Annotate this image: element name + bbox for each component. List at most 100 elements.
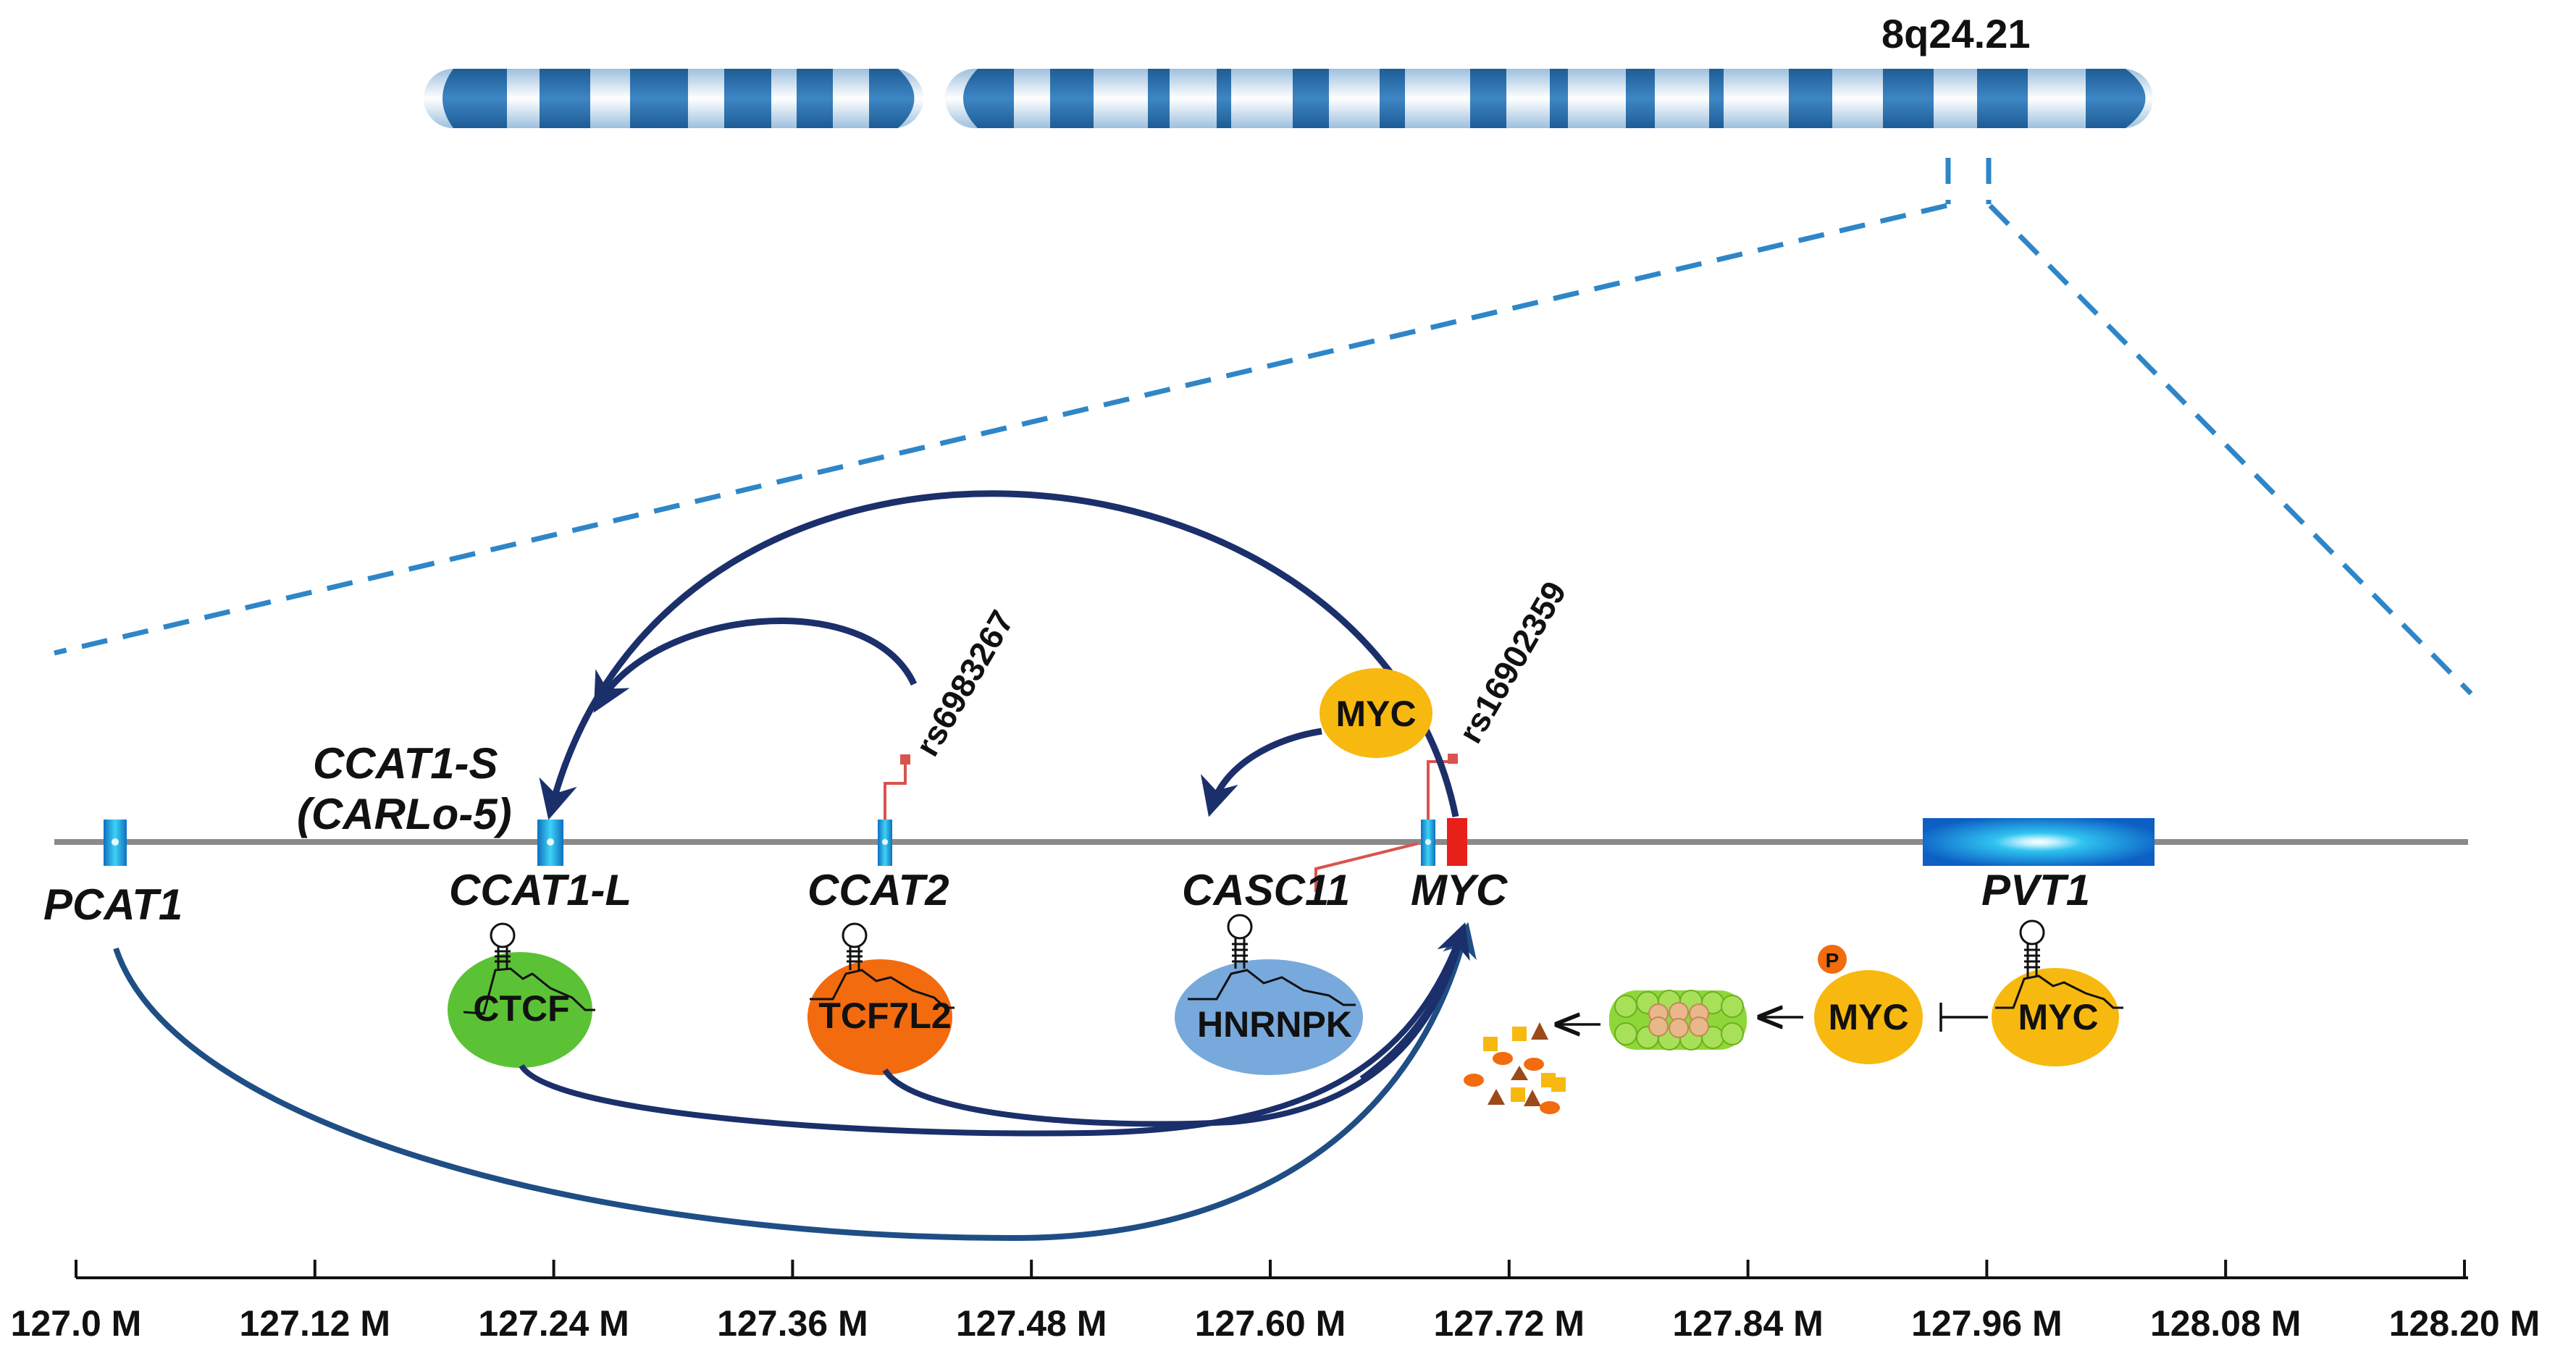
chromosome-band — [540, 69, 590, 128]
band-label: 8q24.21 — [1881, 11, 2031, 56]
myc-exon — [1447, 818, 1467, 866]
upper-arcs — [539, 490, 1459, 820]
casc11-spot — [1425, 839, 1431, 845]
pvt1-myc-complex: MYC — [1992, 919, 2123, 1066]
arc-pcat1-to-myc — [113, 922, 1477, 1242]
centromere-band — [963, 69, 1014, 128]
axis-tick-label: 127.36 M — [717, 1303, 868, 1344]
arc-ctcf-to-myc — [519, 922, 1470, 1137]
pvt1-stem-loop-icon — [2019, 919, 2045, 977]
zoom-lines — [54, 158, 2473, 696]
snp-rs16902359-head — [1448, 754, 1458, 764]
hnrnpk-stem-loop-icon — [1227, 914, 1253, 969]
myc-top-ellipse — [1320, 668, 1432, 758]
axis-tick-label: 127.60 M — [1195, 1303, 1346, 1344]
arc-tcf7l2-to-myc — [882, 928, 1466, 1127]
axis-ticks: 127.0 M 127.12 M 127.24 M 127.36 M 127.48 M 1… — [11, 1260, 2540, 1344]
snp-rs6983267-stem — [884, 762, 907, 820]
chromosome-band — [1380, 69, 1405, 128]
ctcf-complex: CTCF — [448, 922, 595, 1068]
axis-tick-label: 127.72 M — [1434, 1303, 1585, 1344]
ctcf-rna-strand — [463, 967, 595, 1015]
arc-myc-to-ccat1 — [539, 490, 1459, 820]
chromosome-band — [1293, 69, 1329, 128]
tcf7l2-ellipse — [807, 959, 952, 1075]
chromosome-long-arm — [945, 69, 2153, 128]
gene-label-carlo5: (CARLo-5) — [297, 790, 512, 838]
ccat2-spot — [882, 839, 888, 845]
arc-myc-to-casc11 — [1200, 728, 1322, 817]
chromosome-band — [630, 69, 688, 128]
inhibition-symbol — [1939, 1003, 1988, 1032]
tcf7l2-stem-loop-icon — [842, 922, 868, 970]
chromosome-band — [442, 69, 507, 128]
snp-rs6983267-head — [900, 754, 910, 765]
arc-ccat2-to-ccat1 — [593, 618, 918, 713]
zoom-line-left — [54, 203, 1947, 656]
chromosome-band — [1883, 69, 1934, 128]
chromosome-band — [1470, 69, 1506, 128]
phospho-myc: P MYC — [1814, 945, 1923, 1064]
centromere-band — [869, 69, 915, 128]
ctcf-stem-loop-icon — [490, 922, 516, 969]
ctcf-label: CTCF — [473, 988, 569, 1029]
ctcf-ellipse — [448, 952, 592, 1068]
casc11-connector — [1314, 842, 1419, 892]
gene-label-ccat2: CCAT2 — [807, 866, 949, 914]
zoom-line-right — [1988, 203, 2473, 696]
chromosome-band — [1148, 69, 1170, 128]
arc-hnrnpk-to-myc — [1359, 928, 1466, 1082]
gene-label-pvt1: PVT1 — [1981, 866, 2090, 914]
chromosome-band — [1977, 69, 2028, 128]
hnrnpk-complex: HNRNPK — [1175, 914, 1363, 1075]
chromosome-band — [724, 69, 771, 128]
chromosome-band — [1789, 69, 1832, 128]
axis-tick-label: 127.0 M — [11, 1303, 142, 1344]
pvt1-rna-strand — [1995, 974, 2123, 1009]
gene-label-ccat1-s: CCAT1-S — [313, 739, 498, 788]
degraded-fragments-icon — [1464, 1022, 1566, 1114]
myc-pvt1-ellipse — [1992, 968, 2119, 1066]
snp-rs6983267: rs6983267 — [884, 604, 1021, 820]
pcat1-spot — [112, 838, 119, 846]
tcf7l2-rna-strand — [810, 969, 955, 1009]
snp-rs16902359-label: rs16902359 — [1451, 575, 1574, 749]
gene-label-ccat1-l: CCAT1-L — [449, 866, 632, 914]
pvt1-exon — [1923, 818, 2155, 866]
phospho-label: P — [1826, 949, 1839, 972]
chromosome-band — [1050, 69, 1094, 128]
myc-phospho-ellipse — [1814, 970, 1923, 1064]
snp-rs6983267-label: rs6983267 — [908, 604, 1021, 762]
chromosome-ideogram: 8q24.21 — [424, 11, 2153, 128]
axis-tick-label: 127.48 M — [956, 1303, 1107, 1344]
proteasome-icon — [1609, 990, 1747, 1050]
gene-label-pcat1: PCAT1 — [43, 880, 182, 929]
tcf7l2-complex: TCF7L2 — [807, 922, 955, 1075]
chromosome-band — [2086, 69, 2146, 128]
phospho-circle — [1818, 945, 1847, 974]
axis-tick-label: 127.12 M — [240, 1303, 390, 1344]
myc-top-label: MYC — [1335, 694, 1416, 734]
snp-rs16902359-stem — [1427, 760, 1452, 820]
tcf7l2-label: TCF7L2 — [818, 995, 951, 1036]
chromosome-band — [797, 69, 833, 128]
myc-phospho-label: MYC — [1828, 997, 1908, 1037]
axis-tick-label: 127.24 M — [478, 1303, 629, 1344]
gene-label-myc: MYC — [1411, 866, 1509, 914]
chromosome-band — [1217, 69, 1231, 128]
lower-arcs — [113, 922, 1477, 1242]
axis-tick-label: 128.08 M — [2150, 1303, 2301, 1344]
chromosome-band — [1709, 69, 1724, 128]
coordinate-axis: 127.0 M 127.12 M 127.24 M 127.36 M 127.48 M 1… — [11, 1260, 2540, 1344]
myc-protein-top: MYC — [1320, 668, 1432, 758]
chromosome-band — [1626, 69, 1655, 128]
hnrnpk-label: HNRNPK — [1197, 1004, 1352, 1045]
chromosome-band — [1550, 69, 1568, 128]
axis-tick-label: 127.84 M — [1672, 1303, 1823, 1344]
axis-tick-label: 127.96 M — [1911, 1303, 2062, 1344]
ccat1-spot — [547, 838, 554, 846]
gene-label-casc11: CASC11 — [1182, 866, 1350, 914]
myc-pvt1-label: MYC — [2018, 997, 2098, 1037]
hnrnpk-rna-strand — [1188, 969, 1356, 1006]
